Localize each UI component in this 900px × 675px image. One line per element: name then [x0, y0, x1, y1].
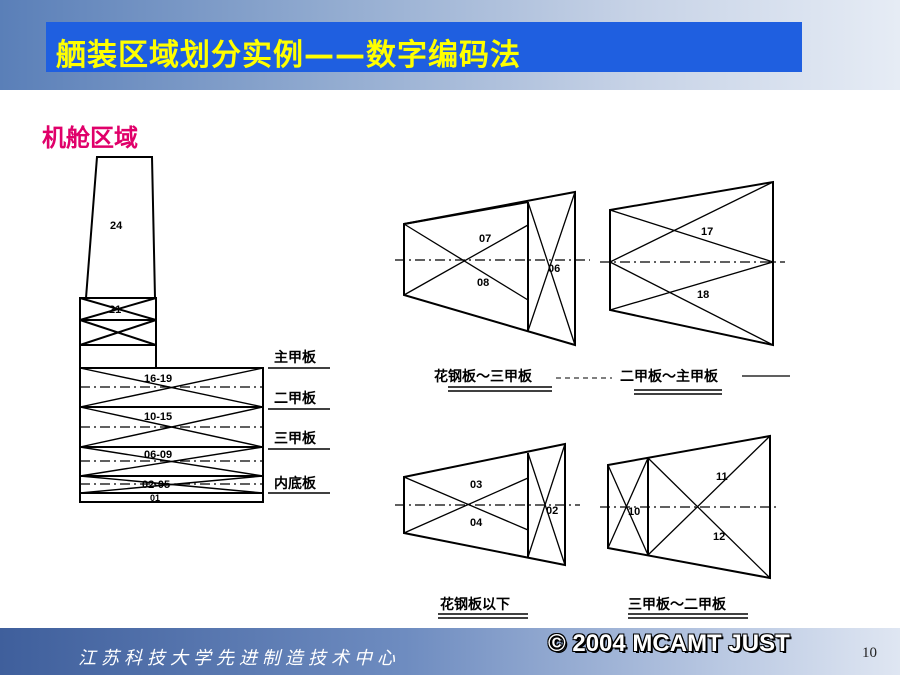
zone-02-plan-label: 02	[546, 505, 558, 517]
plan-07-08-06	[395, 190, 590, 347]
footer-school-name: 江苏科技大学先进制造技术中心	[78, 648, 400, 669]
zone-07-label: 07	[479, 233, 491, 245]
page-number: 10	[862, 645, 877, 661]
zone-01-label: 01	[150, 493, 160, 503]
deck-label-second: 二甲板	[274, 390, 317, 407]
engine-room-block	[79, 367, 264, 503]
slide-title: 舾装区域划分实例——数字编码法	[56, 38, 521, 73]
plan-03-04-02	[395, 442, 580, 567]
zone-04-label: 04	[470, 517, 483, 529]
deck-label-inner-bottom: 内底板	[274, 475, 317, 492]
zone-06-plan-label: 06	[548, 263, 560, 275]
plan-17-18	[600, 180, 785, 347]
zone-06-09-label: 06-09	[144, 449, 172, 461]
caption-below-grating: 花钢板以下	[440, 596, 510, 613]
caption-third-to-second: 三甲板～二甲板	[628, 596, 727, 613]
zone-08-label: 08	[477, 277, 489, 289]
footer-band	[0, 628, 900, 675]
zone-10-label: 10	[628, 506, 640, 518]
zone-16-19-label: 16-19	[144, 373, 172, 385]
plan-11-10-12	[600, 434, 780, 580]
zone-03-label: 03	[470, 479, 482, 491]
zone-24-label: 24	[110, 220, 123, 232]
section-label: 机舱区域	[42, 123, 138, 152]
title-box: 舾装区域划分实例——数字编码法	[46, 22, 802, 73]
deck-label-third: 三甲板	[274, 430, 317, 447]
caption-second-to-main: 二甲板～主甲板	[620, 368, 719, 385]
footer-copyright: © 2004 MCAMT JUST	[548, 630, 790, 657]
zone-02-05-label: 02-05	[142, 479, 170, 491]
zone-18-label: 18	[697, 289, 709, 301]
zone-17-label: 17	[701, 226, 713, 238]
caption-grating-to-third: 花钢板～三甲板	[434, 368, 533, 385]
zone-12-label: 12	[713, 531, 725, 543]
zone-11-label: 11	[716, 471, 728, 483]
zone-21-label: 21	[109, 304, 121, 316]
zone-10-15-label: 10-15	[144, 411, 172, 423]
deck-label-main: 主甲板	[274, 349, 317, 366]
